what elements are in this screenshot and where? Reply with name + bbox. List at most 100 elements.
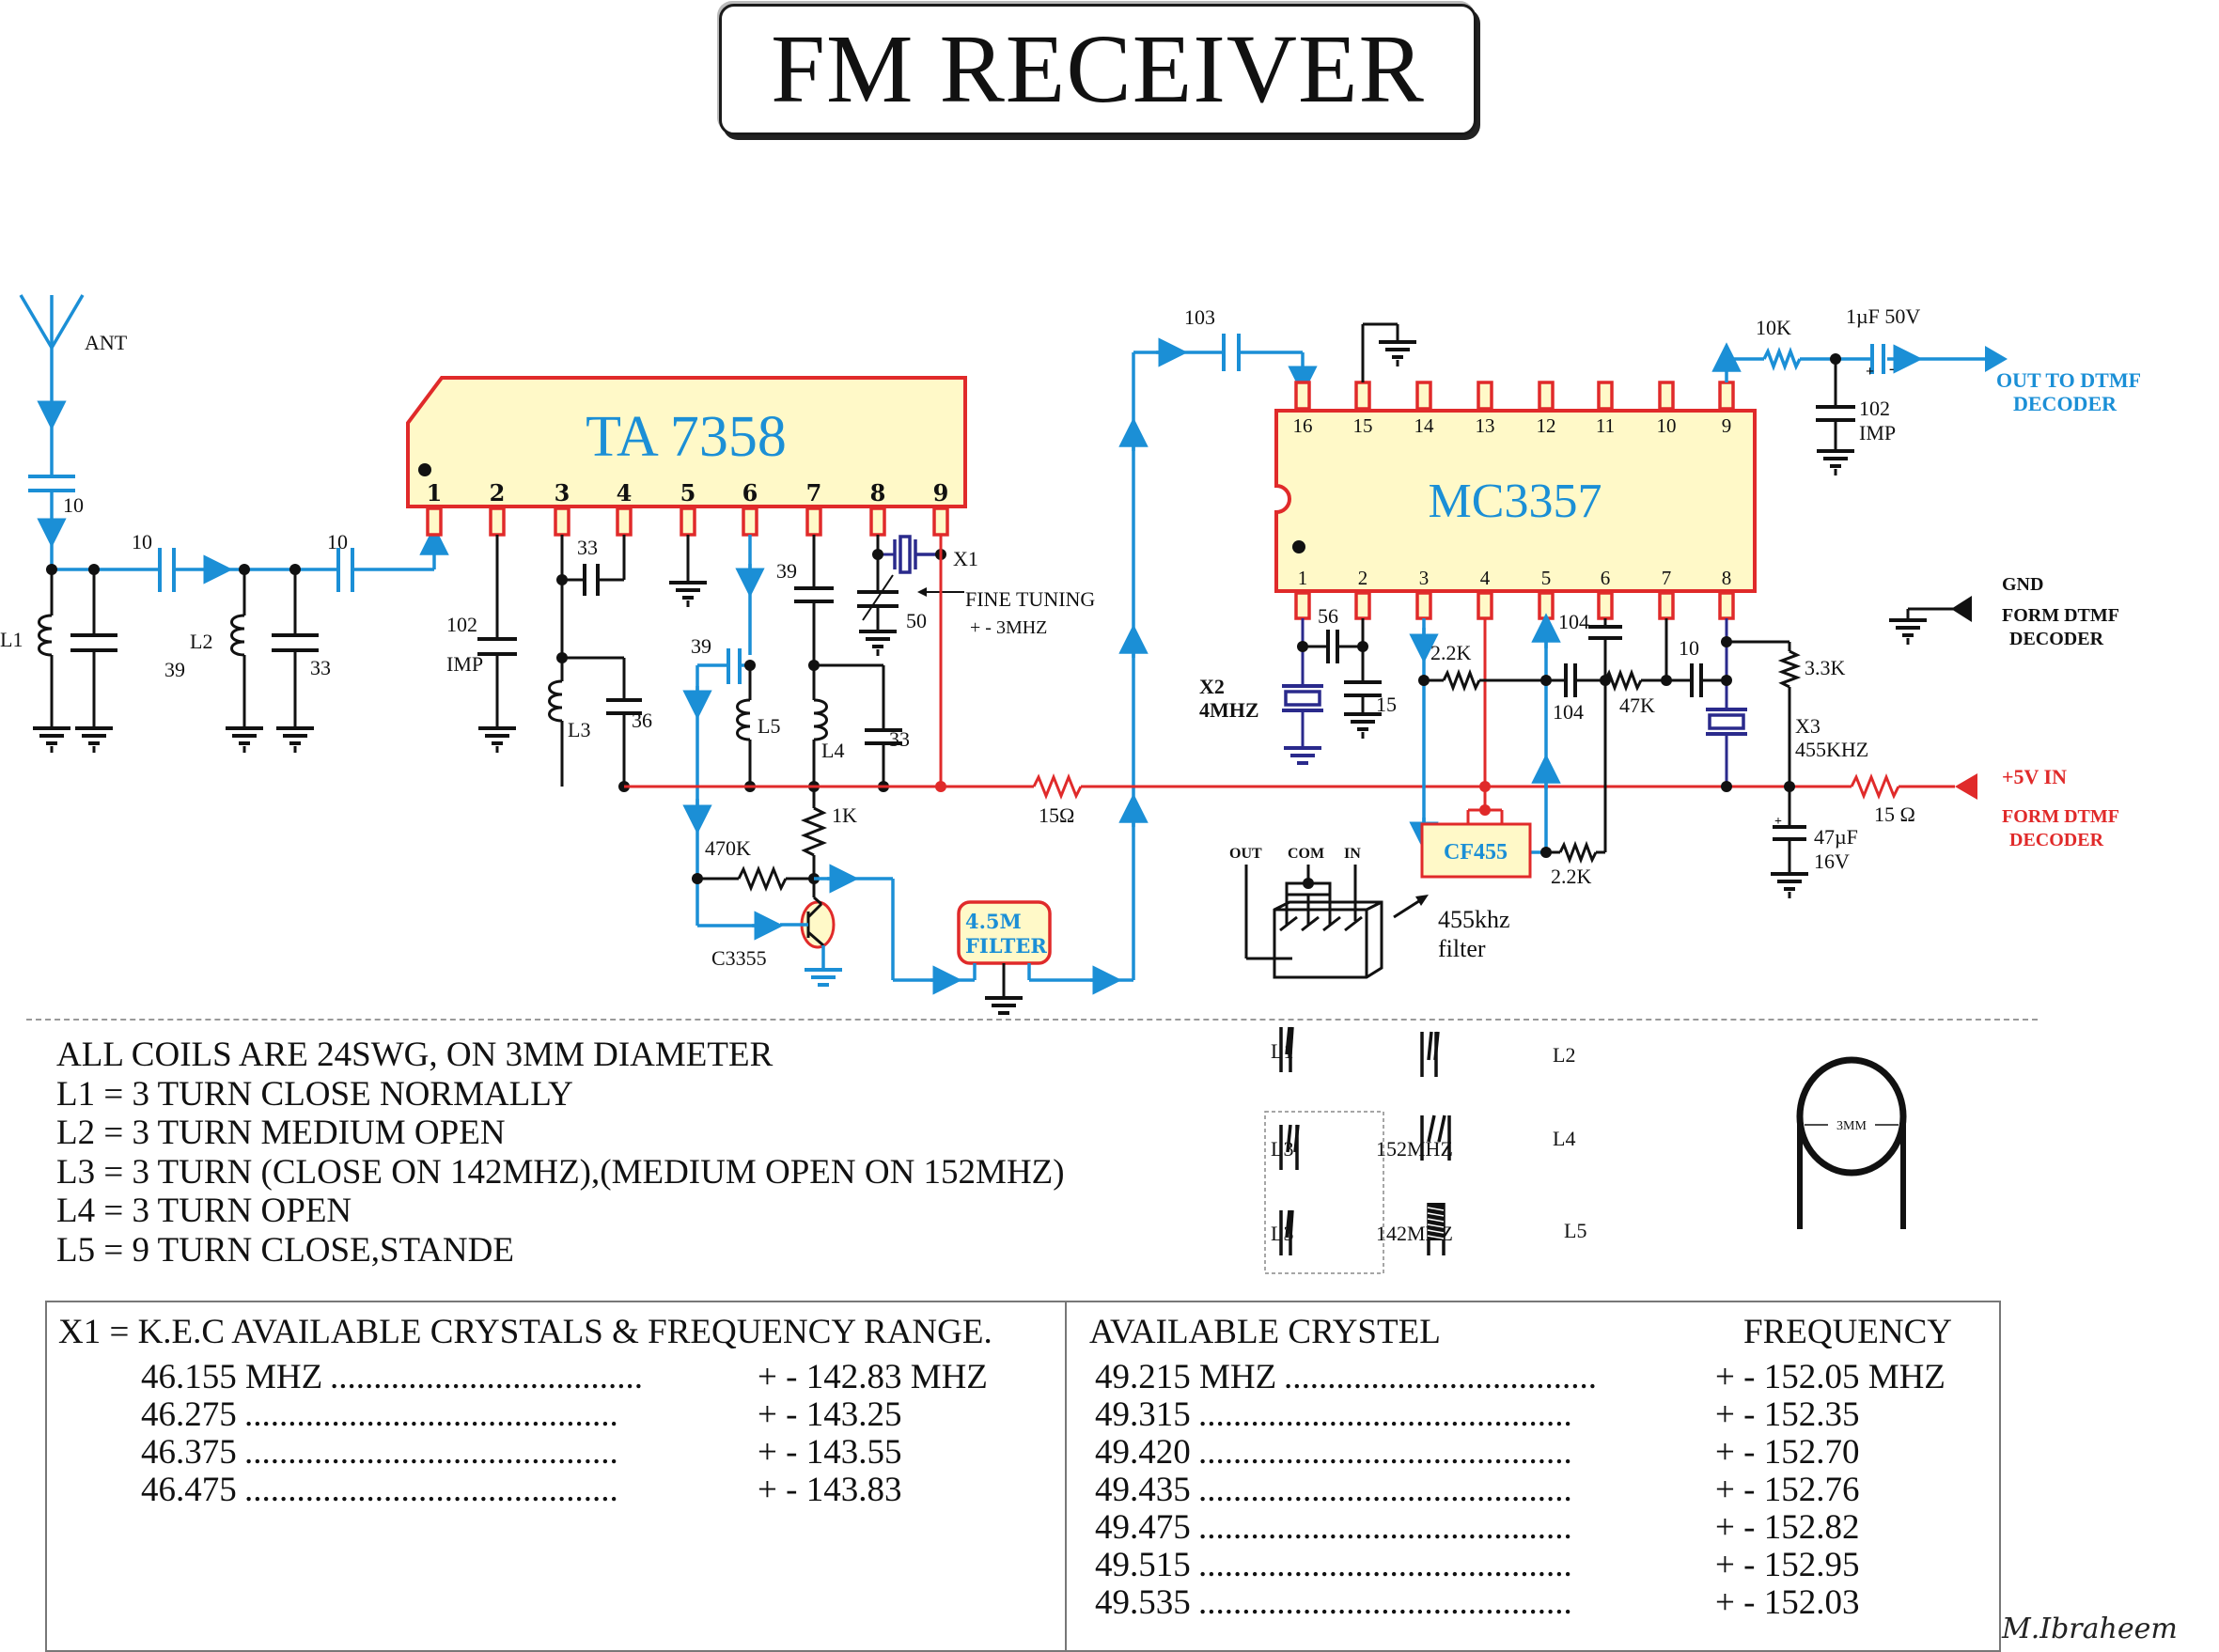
table-row-leader: ........................................… [244,1471,618,1509]
note-line: L1 = 3 TURN CLOSE NORMALLY [56,1074,573,1114]
capacitor-series-1 [158,548,176,592]
table-row-crystal: 49.475 [1095,1508,1191,1547]
table-row-leader: .................................... [330,1358,643,1396]
label-l3: L3 [568,718,590,741]
table-left-header: X1 = K.E.C AVAILABLE CRYSTALS & FREQUENC… [58,1313,992,1351]
mc3357-top-pin [1415,381,1432,411]
label-r-15-left: 15Ω [1039,803,1074,827]
label-c-ant: 10 [63,493,84,517]
cf455-label: CF455 [1444,840,1508,865]
mc3357-top-pin-number: 12 [1537,414,1556,437]
note-line: L3 = 3 TURN (CLOSE ON 142MHZ),(MEDIUM OP… [56,1152,1065,1192]
table-row-leader: ........................................… [1198,1583,1572,1622]
label-form-dtmf-black-2: DECODER [2009,629,2104,649]
table-row-frequency: + - 152.05 MHZ [1715,1358,1946,1396]
page-title: FM RECEIVER [771,15,1425,123]
table-row-frequency: + - 152.70 [1715,1433,1860,1472]
mc3357-bottom-pin [1597,591,1614,620]
table-row-frequency: + - 143.55 [758,1433,902,1472]
label-filter-455-2: filter [1438,935,1486,962]
table-row-leader: ........................................… [1198,1508,1572,1547]
ta7358-pin-number: 4 [617,479,633,507]
mc3357-bottom-pin-number: 4 [1480,567,1491,589]
label-r-10k: 10K [1756,316,1791,339]
label-c-104-bottom: 104 [1553,700,1584,724]
table-row-crystal: 49.215 MHZ [1095,1358,1277,1396]
ta7358-pin [742,507,758,537]
label-out-dtmf-1: OUT TO DTMF [1996,368,2141,392]
table-row-crystal: 49.315 [1095,1395,1191,1434]
capacitor-103 [1222,334,1241,371]
mc3357-top-pin-number: 11 [1596,414,1615,437]
ta7358-pin [426,507,443,537]
mc3357-bottom-pin-number: 6 [1601,567,1611,589]
table-row-leader: ........................................… [244,1433,618,1472]
mc3357-top-pin-number: 10 [1657,414,1677,437]
note-line: ALL COILS ARE 24SWG, ON 3MM DIAMETER [56,1036,774,1074]
mc3357-top-pin-number: 9 [1722,414,1732,437]
note-line: L2 = 3 TURN MEDIUM OPEN [56,1114,506,1152]
svg-text:+: + [1866,364,1874,380]
section-divider [26,1019,2038,1021]
label-c-pin34: 33 [577,536,598,559]
mc3357-bottom-pin-number: 7 [1662,567,1672,589]
crystal-x1 [893,535,941,574]
table-row-crystal: 49.420 [1095,1433,1191,1472]
table-row-crystal: 46.155 MHZ [141,1358,323,1396]
label-c-104-top: 104 [1558,610,1589,633]
mc3357-bottom-pin [1718,591,1735,620]
table-row-frequency: + - 143.83 [758,1471,902,1509]
label-c-47uf-2: 16V [1814,849,1850,873]
antenna-label: ANT [85,331,128,354]
label-c-102: 102 [1859,397,1890,420]
schematic: ANT 10 10 10 L1 39 [0,294,2141,1015]
ta7358-pin-number: 5 [680,479,696,507]
label-r-470k: 470K [705,836,751,860]
table-row-crystal: 49.535 [1095,1583,1191,1622]
ta7358-pin [805,507,822,537]
table-row-frequency: + - 152.95 [1715,1546,1860,1584]
mc3357-bottom-pin [1538,591,1555,620]
ic-mc3357-name: MC3357 [1429,475,1602,528]
capacitor-series-2 [336,548,354,592]
ta7358-pin [616,507,633,537]
crystal-table-available: AVAILABLE CRYSTEL FREQUENCY 49.215 MHZ..… [1065,1301,2001,1652]
ta7358-pin-number: 7 [806,479,822,507]
table-row-frequency: + - 152.76 [1715,1471,1860,1509]
coil-l2-label: L2 [1553,1043,1575,1067]
mc3357-bottom-pin [1294,591,1311,620]
table-right-header-crystal: AVAILABLE CRYSTEL [1089,1313,1441,1351]
label-c-pin2-imp: IMP [446,652,483,676]
label-c-47uf-1: 47µF [1814,825,1858,849]
table-right-header-frequency: FREQUENCY [1743,1313,1953,1351]
coil-notes: ALL COILS ARE 24SWG, ON 3MM DIAMETER L1 … [56,1036,1065,1270]
mc3357-bottom-pin-number: 3 [1419,567,1430,589]
ta7358-pin [489,507,506,537]
mc3357-bottom-pin [1658,591,1675,620]
table-row-frequency: + - 142.83 MHZ [758,1358,988,1396]
label-gnd: GND [2002,574,2043,595]
coil-l3b-label: L3 [1271,1222,1293,1245]
ta7358-pin [869,507,886,537]
label-form-dtmf-black-1: FORM DTMF [2002,605,2119,626]
coil-l1-label: L1 [1271,1039,1293,1063]
table-row-crystal: 49.435 [1095,1471,1191,1509]
capacitor-ant [28,475,75,492]
ta7358-pin [554,507,570,537]
capacitor-1uf [1870,344,1885,374]
mc3357-top-pin-number: 14 [1414,414,1435,437]
mc3357-top-pin [1538,381,1555,411]
label-c-102-imp: IMP [1859,421,1896,444]
table-row-frequency: + - 152.03 [1715,1583,1860,1622]
label-c-pin7: 39 [776,559,797,583]
transistor-c3355 [780,896,836,949]
coil-l5-icon [1427,1203,1445,1255]
table-row-leader: .................................... [1284,1358,1597,1396]
mc3357-top-pin-number: 16 [1293,414,1313,437]
coil-l4-icon [1420,1114,1451,1161]
filter-455-illustration [1244,865,1426,979]
svg-text:-: - [1889,361,1894,377]
mc3357-top-pin [1294,381,1311,411]
table-row-leader: ........................................… [1198,1471,1572,1509]
label-c-1uf: 1µF 50V [1846,304,1920,328]
